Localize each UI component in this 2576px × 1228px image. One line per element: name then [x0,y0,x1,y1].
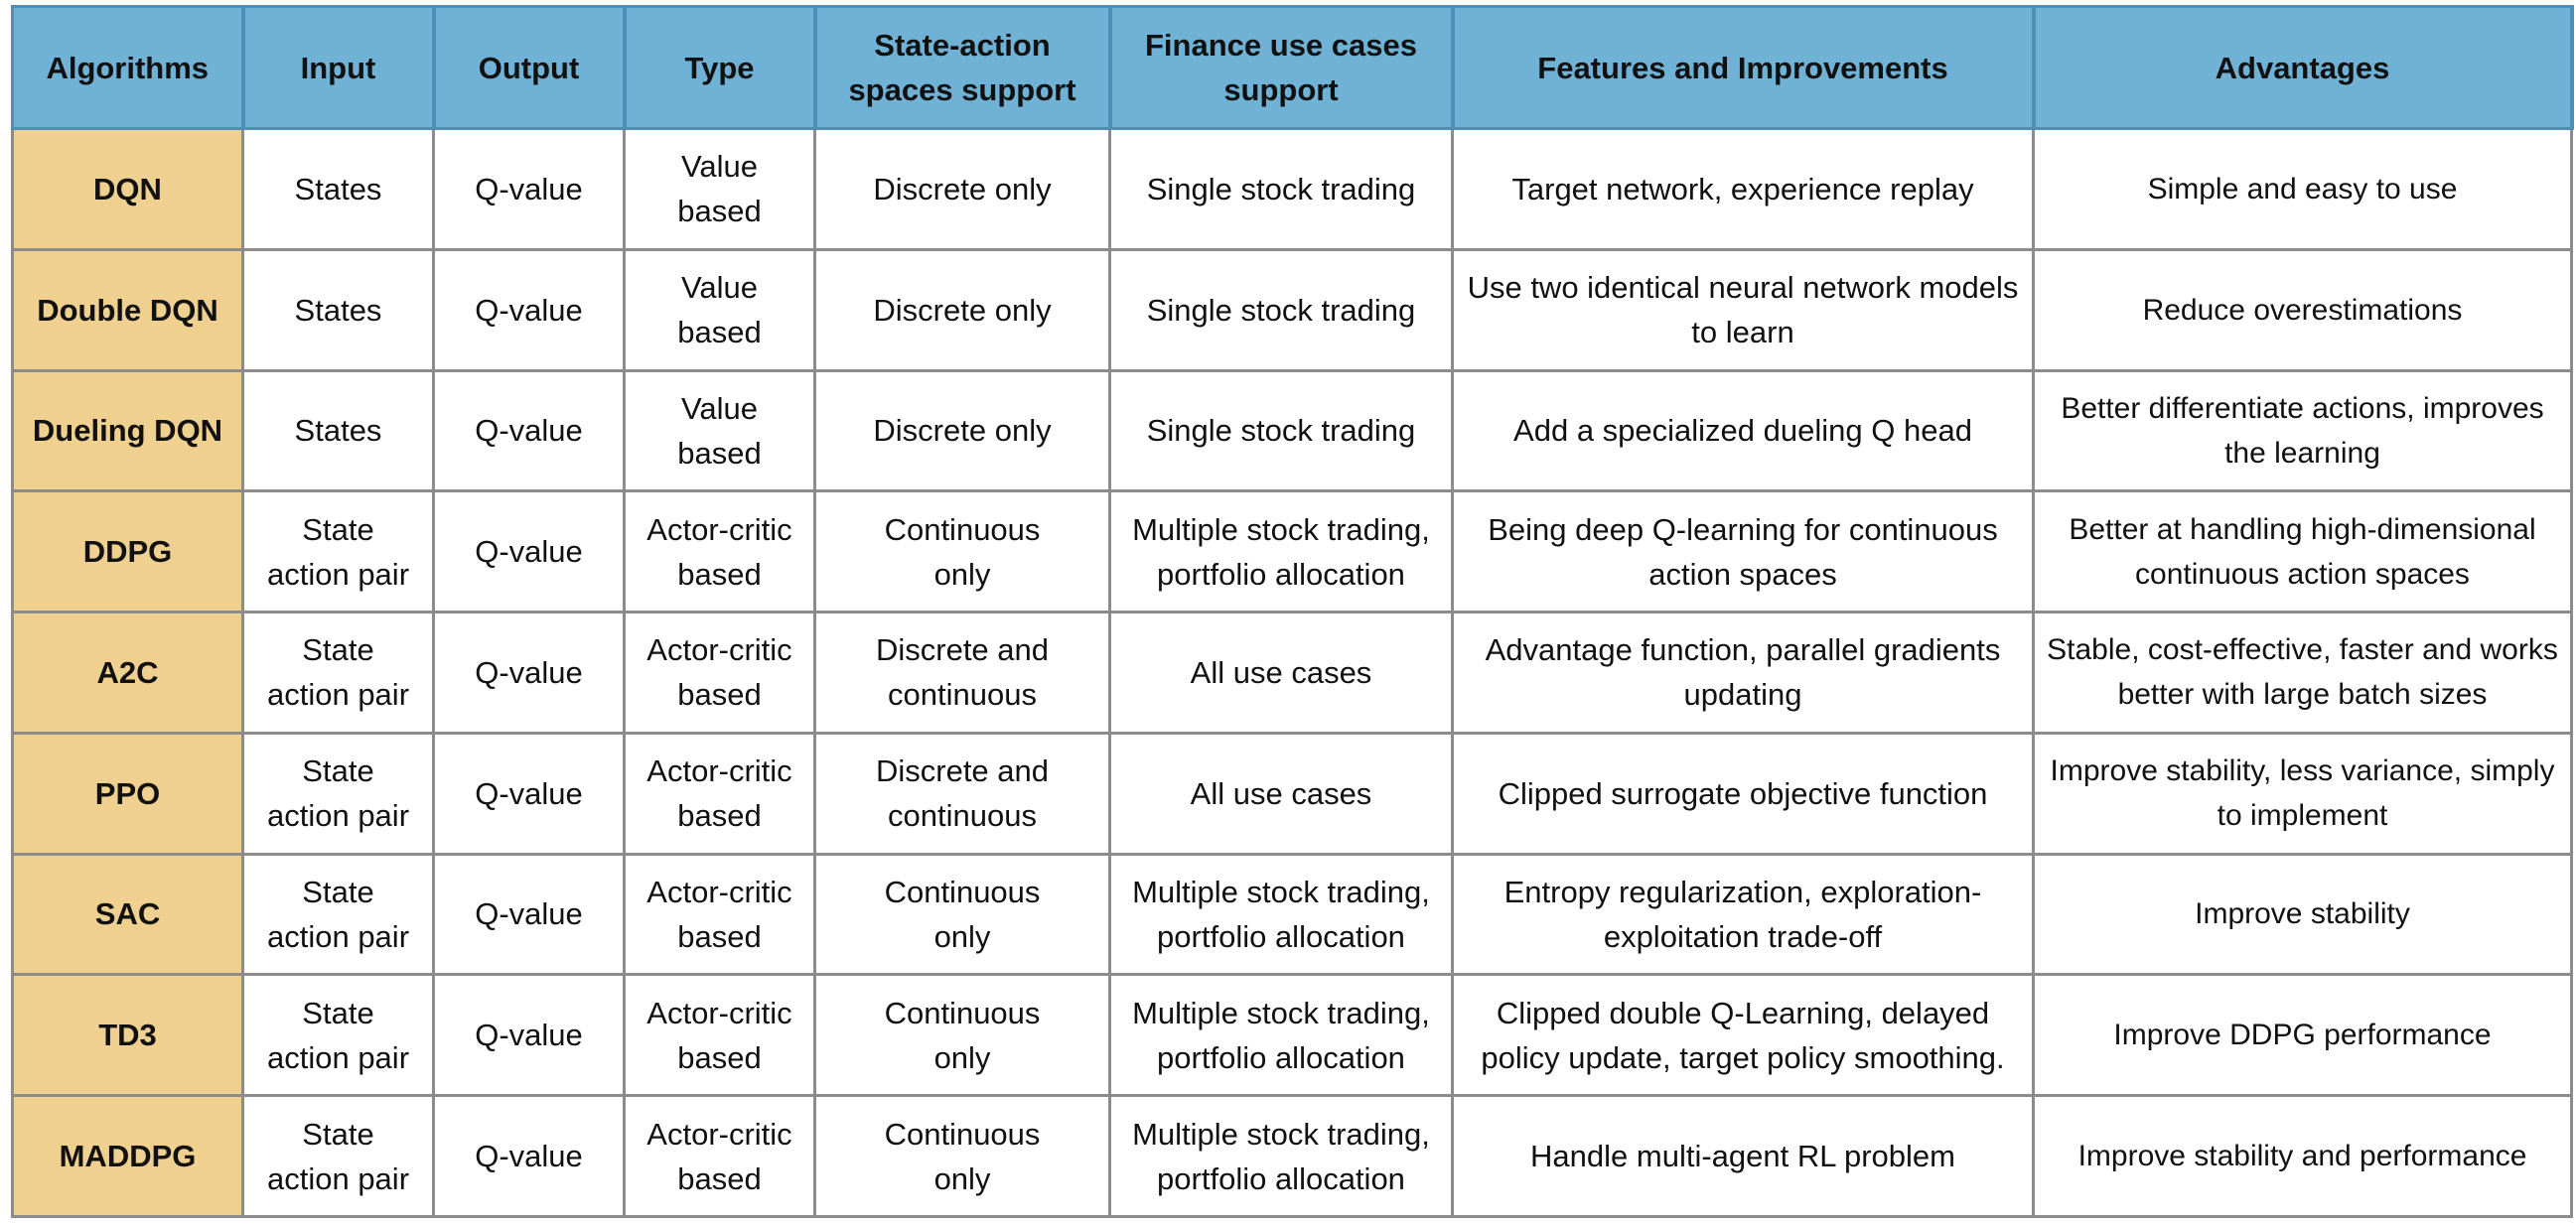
finance-use-cases-cell: Single stock trading [1108,127,1454,251]
header-advantages: Advantages [2032,5,2574,130]
type-cell: Actor-critic based [623,973,816,1098]
spaces-support-cell: Continuous only [813,1094,1111,1218]
input-cell: State action pair [241,973,435,1098]
algorithm-cell: PPO [11,731,244,856]
type-cell: Actor-critic based [623,1094,816,1218]
spaces-support-cell: Continuous only [813,489,1111,614]
spaces-support-cell: Discrete and continuous [813,731,1111,856]
finance-use-cases-cell: Multiple stock trading, portfolio alloca… [1108,489,1454,614]
finance-use-cases-cell: Single stock trading [1108,247,1454,372]
finance-use-cases-cell: Multiple stock trading, portfolio alloca… [1108,852,1454,977]
output-cell: Q-value [432,1094,626,1218]
advantages-cell: Better at handling high-dimensional cont… [2032,489,2573,614]
features-cell: Use two identical neural network models … [1451,247,2035,372]
input-cell: States [241,247,435,372]
type-cell: Actor-critic based [623,489,816,614]
advantages-cell: Stable, cost-effective, faster and works… [2032,611,2573,735]
algorithm-cell: MADDPG [11,1094,244,1218]
header-row: Algorithms Input Output Type State-actio… [11,5,2574,130]
features-cell: Clipped double Q-Learning, delayed polic… [1451,973,2035,1098]
header-state-action-spaces: State-action spaces support [813,5,1112,130]
algorithm-cell: Double DQN [11,247,244,372]
advantages-cell: Improve stability and performance [2032,1094,2573,1218]
features-cell: Entropy regularization, exploration-expl… [1451,852,2035,977]
advantages-cell: Improve stability [2032,852,2573,977]
output-cell: Q-value [432,368,626,493]
finance-use-cases-cell: All use cases [1108,611,1454,735]
spaces-support-cell: Discrete only [813,127,1111,251]
type-cell: Actor-critic based [623,731,816,856]
spaces-support-cell: Discrete only [813,368,1111,493]
algorithm-cell: A2C [11,611,244,735]
finance-use-cases-cell: Multiple stock trading, portfolio alloca… [1108,973,1454,1098]
features-cell: Being deep Q-learning for continuous act… [1451,489,2035,614]
advantages-cell: Improve stability, less variance, simply… [2032,731,2573,856]
spaces-support-cell: Continuous only [813,852,1111,977]
features-cell: Handle multi-agent RL problem [1451,1094,2035,1218]
output-cell: Q-value [432,611,626,735]
algorithm-cell: Dueling DQN [11,368,244,493]
finance-use-cases-cell: All use cases [1108,731,1454,856]
output-cell: Q-value [432,973,626,1098]
header-output: Output [432,5,627,130]
algorithms-comparison-table: Algorithms Input Output Type State-actio… [11,5,2574,1218]
header-finance-use-cases: Finance use cases support [1108,5,1455,130]
features-cell: Add a specialized dueling Q head [1451,368,2035,493]
input-cell: States [241,368,435,493]
type-cell: Value based [623,127,816,251]
header-type: Type [623,5,817,130]
advantages-cell: Better differentiate actions, improves t… [2032,368,2573,493]
features-cell: Advantage function, parallel gradients u… [1451,611,2035,735]
output-cell: Q-value [432,489,626,614]
table-header: Algorithms Input Output Type State-actio… [11,5,2574,130]
header-input: Input [241,5,436,130]
features-cell: Clipped surrogate objective function [1451,731,2035,856]
features-cell: Target network, experience replay [1451,127,2035,251]
input-cell: State action pair [241,1094,435,1218]
input-cell: State action pair [241,852,435,977]
spaces-support-cell: Discrete and continuous [813,611,1111,735]
algorithm-cell: SAC [11,852,244,977]
advantages-cell: Improve DDPG performance [2032,973,2573,1098]
type-cell: Value based [623,247,816,372]
output-cell: Q-value [432,247,626,372]
output-cell: Q-value [432,731,626,856]
spaces-support-cell: Continuous only [813,973,1111,1098]
type-cell: Actor-critic based [623,852,816,977]
algorithm-cell: DDPG [11,489,244,614]
type-cell: Actor-critic based [623,611,816,735]
input-cell: State action pair [241,731,435,856]
input-cell: States [241,127,435,251]
output-cell: Q-value [432,852,626,977]
input-cell: State action pair [241,489,435,614]
header-features: Features and Improvements [1451,5,2036,130]
output-cell: Q-value [432,127,626,251]
advantages-cell: Simple and easy to use [2032,127,2573,251]
input-cell: State action pair [241,611,435,735]
finance-use-cases-cell: Single stock trading [1108,368,1454,493]
spaces-support-cell: Discrete only [813,247,1111,372]
algorithm-cell: DQN [11,127,244,251]
algorithm-cell: TD3 [11,973,244,1098]
advantages-cell: Reduce overestimations [2032,247,2573,372]
type-cell: Value based [623,368,816,493]
header-algorithms: Algorithms [11,5,245,130]
finance-use-cases-cell: Multiple stock trading, portfolio alloca… [1108,1094,1454,1218]
